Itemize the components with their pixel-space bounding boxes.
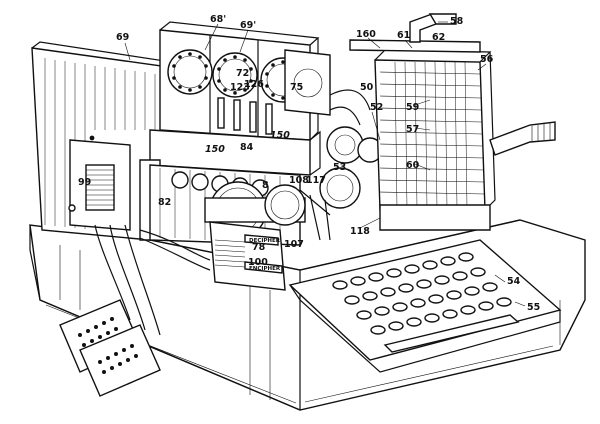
label-59: 59 [406,102,419,113]
label-72: 72 [236,68,249,79]
label-123: 123 [230,82,250,93]
label-108: 108 [289,175,309,186]
label-126: 126 [244,79,264,90]
label-82: 82 [158,197,171,208]
label-75: 75 [290,82,303,93]
label-99: 99 [78,177,91,188]
label-118: 118 [350,226,370,237]
label-84: 84 [240,142,254,153]
label-58: 58 [450,16,464,27]
label-107: 107 [284,239,304,250]
plugboard-plate: DECIPHER ENCIPHER [209,221,286,291]
keyboard [288,239,562,373]
label-68-prime: 68' [210,14,226,25]
label-150-right: 150 [270,130,290,141]
gear-train [204,126,383,241]
label-60: 60 [406,160,420,171]
label-61: 61 [397,30,410,41]
label-62: 62 [432,32,445,43]
label-69-prime: 69' [240,20,256,31]
decipher-label: DECIPHER [249,238,281,244]
label-50: 50 [360,82,374,93]
rotor-stack [329,13,556,231]
plug-connectors [59,299,161,397]
leader-lines [124,21,526,307]
label-160: 160 [356,29,376,40]
cables [94,224,211,336]
left-panel-69 [31,41,200,241]
encipher-label: ENCIPHER [249,266,281,272]
middle-frame [139,129,321,246]
dial-assembly [159,21,331,141]
label-69: 69 [116,32,129,43]
label-53: 53 [333,162,346,173]
label-57: 57 [406,124,419,135]
label-117: 117 [306,175,326,186]
label-55: 55 [527,302,540,313]
label-100: 100 [248,257,268,268]
label-56: 56 [480,54,494,65]
label-8: 8 [262,180,269,191]
reference-numerals: 69 68' 69' 72 126 123 75 160 61 58 62 56… [78,14,540,313]
label-54: 54 [507,276,521,287]
label-78: 78 [252,242,266,253]
label-150-left: 150 [205,144,225,155]
label-52: 52 [370,102,383,113]
